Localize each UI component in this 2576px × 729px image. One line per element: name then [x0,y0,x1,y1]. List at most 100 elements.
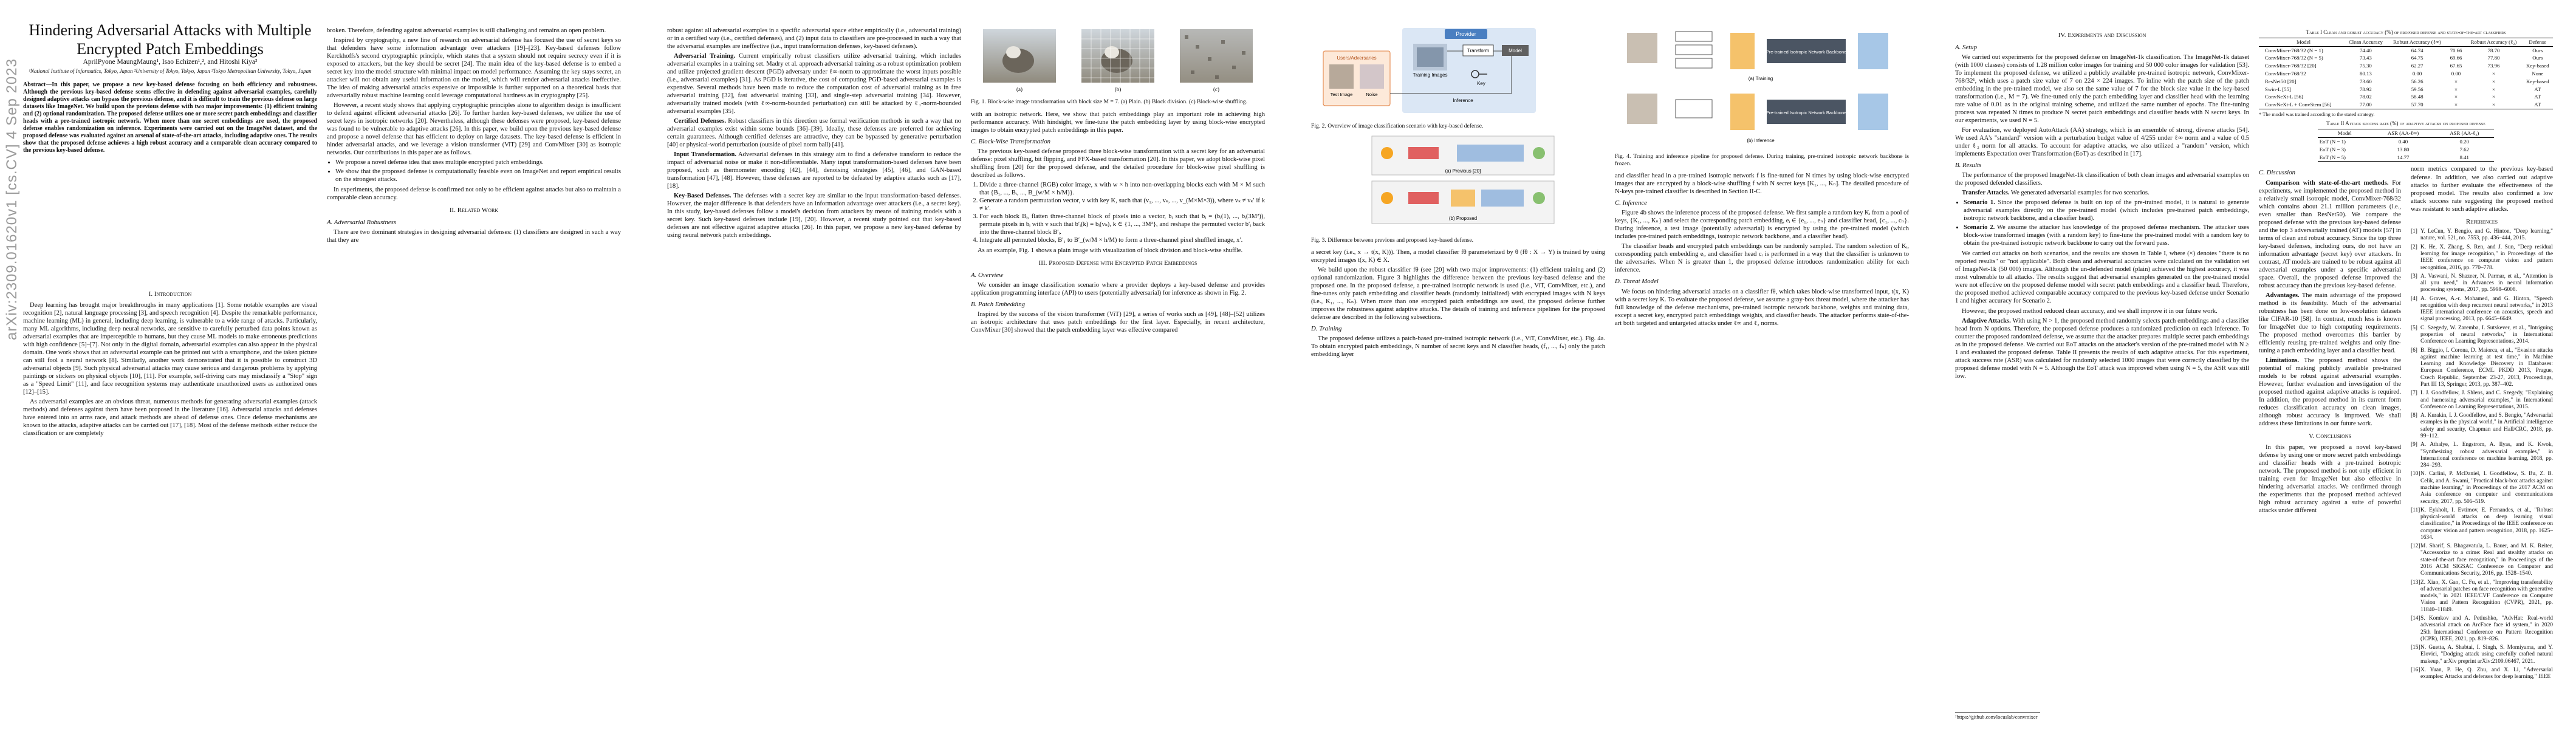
paragraph: There are two dominant strategies in des… [327,229,621,244]
previous-label: (a) Previous [20] [1445,168,1481,174]
abstract: Abstract—In this paper, we propose a new… [23,81,317,154]
table-cell: 77.80 [2487,55,2500,61]
table-cell: 59.56 [2411,86,2424,92]
table-cell: Key-based [2526,63,2549,69]
reference-text: N. Guetta, A. Shabtai, I. Singh, S. Momi… [2420,645,2553,665]
table-cell: 69.66 [2450,55,2462,61]
table-cell: ConvMixer-768/32 [20] [2264,63,2317,69]
reference-text: A. Graves, A.-r. Mohamed, and G. Hinton,… [2420,295,2553,323]
contribution-list: We propose a novel defense idea that use… [335,159,621,183]
paragraph: However, the proposed method reduced cle… [1962,307,2218,315]
paragraph: a secret key (i.e., x → t(x, K))). Then,… [1311,249,1605,264]
classifier-head-node [1858,33,1888,69]
table-header-cell [2447,37,2465,47]
encrypted-image-block [1675,58,1713,69]
paragraph: For evaluation, we deployed AutoAttack (… [1955,126,2249,157]
paragraph: Adaptive Attacks. With using N > 1, the … [1955,317,2249,380]
paragraph-text: Since the proposed defense is built on t… [1964,199,2249,222]
list-item: Scenario 2. We assume the attacker has k… [1964,224,2249,247]
table-cell: × [2454,86,2458,92]
table-cell: × [2454,94,2458,100]
backbone-label: Pre-trained Isotropic Network Backbone [1766,49,1847,55]
table-cell: × [2447,101,2465,110]
test-image-label: Test Image [1331,92,1353,97]
reference-item: [11]K. Eykholt, I. Evtimov, E. Fernandes… [2411,507,2553,541]
figure-2-caption: Fig. 2. Overview of image classification… [1311,123,1484,130]
table-cell: 57.70 [2387,101,2447,110]
table-cell: 74.40 [2360,47,2372,53]
table-cell: 56.26 [2411,78,2424,84]
reference-number: [2] [2411,244,2417,250]
table-cell [2259,78,2263,86]
table-cell: × [2492,94,2495,100]
table-cell: 0.00 [2451,70,2461,77]
table-cell: × [2492,70,2495,77]
paragraph: Deep learning has brought major breakthr… [23,301,317,395]
table-cell: 0.20 [2459,139,2469,145]
affiliations: ¹National Institute of Informatics, Toky… [29,68,312,74]
training-pipeline: Pre-trained Isotropic Network Backbone (… [1627,31,1888,81]
paragraph: Adversarial Training. Current empiricall… [667,52,961,115]
reference-item: [1]Y. LeCun, Y. Bengio, and G. Hinton, "… [2411,228,2553,242]
subsection-heading: B. Results [1955,161,1982,169]
table-cell: 80.13 [2360,70,2372,77]
inference-pipeline: Pre-trained Isotropic Network Backbone (… [1627,94,1888,143]
noise-icon [1360,64,1384,89]
reference-text: X. Yuan, P. He, Q. Zhu, and X. Li, "Adve… [2420,666,2553,680]
list-item: We show that the proposed defense is com… [335,168,621,183]
reference-item: [16]X. Yuan, P. He, Q. Zhu, and X. Li, "… [2411,667,2553,681]
reference-item: [9]A. Athalye, L. Engstrom, A. Ilyas, an… [2411,442,2553,469]
figure-2-diagram: Provider Training Images Transform Model… [1323,28,1536,113]
table-cell [2259,54,2263,62]
paragraph: The previous key-based defense proposed … [971,148,1265,179]
reference-text: M. Sharif, S. Bhagavatula, L. Bauer, and… [2420,543,2553,577]
page-1: arXiv:2309.01620v1 [cs.CV] 4 Sep 2023 Hi… [0,0,644,729]
reference-number: [3] [2411,273,2417,279]
reference-text: K. He, X. Zhang, S. Ren, and J. Sun, "De… [2420,244,2553,271]
table-cell: 78.70 [2487,47,2500,53]
table-cell: 64.75 [2411,55,2424,61]
table-cell: EoT (N = 5) [2317,153,2372,162]
table-cell: 73.96 [2487,63,2500,69]
section-heading: V. Conclusions [2308,433,2352,440]
table-cell: 14.77 [2371,153,2435,162]
encrypted-image-block [1675,99,1713,118]
input-node-icon [1381,191,1393,204]
table-cell: EoT (N = 3) [2319,146,2346,152]
run-in-heading: Adaptive Attacks. [1962,317,2011,324]
references-column: norm metrics compared to the previous ke… [2411,165,2553,682]
model-label: Model [1509,48,1522,53]
subfigure-label-c: (c) [1213,86,1219,92]
table-header-cell: Robust Accuracy (ℓ₂) [2465,37,2523,47]
table-cell: AT [2534,86,2541,92]
subsection-heading: D. Threat Model [1615,278,1659,286]
paragraph: We build upon the robust classifier fθ (… [1311,267,1605,321]
reference-number: [5] [2411,324,2417,331]
table-cell: × [2465,101,2523,110]
reference-number: [11] [2411,507,2420,513]
reference-item: [5]C. Szegedy, W. Zaremba, I. Sutskever,… [2411,325,2553,346]
table-header-row: Model Clean Accuracy Robust Accuracy (ℓ∞… [2259,37,2553,47]
page2-left-column: robust against all adversarial examples … [667,27,961,241]
reference-number: [6] [2411,347,2417,354]
users-label: Users/Adversaries [1337,55,1376,61]
page-2: robust against all adversarial examples … [644,0,1288,729]
reference-number: [4] [2411,295,2417,302]
table-header-cell: Model [2263,37,2345,47]
table-cell [2259,62,2263,70]
subsection-heading: D. Training [1311,325,1342,333]
table-cell: ResNet50 [20] [2264,78,2297,84]
table-cell [2259,93,2263,101]
reference-text: S. Komkov and A. Petiushko, "AdvHat: Rea… [2420,615,2553,642]
table-cell: ConvMixer-768/32 (N = 5) [2264,55,2323,61]
reference-item: [14]S. Komkov and A. Petiushko, "AdvHat:… [2411,615,2553,643]
backbone-node [1767,39,1846,63]
figure-4-caption: Fig. 4. Training and inference pipeline … [1615,153,1909,167]
table-2: Model ASR (AA-ℓ∞) ASR (AA-ℓ₂) EoT (N = 1… [2317,129,2495,162]
footnote: ¹https://github.com/locuslab/convmixer [1955,712,2040,720]
paragraph: We carried out attacks on both scenarios… [1955,250,2249,305]
